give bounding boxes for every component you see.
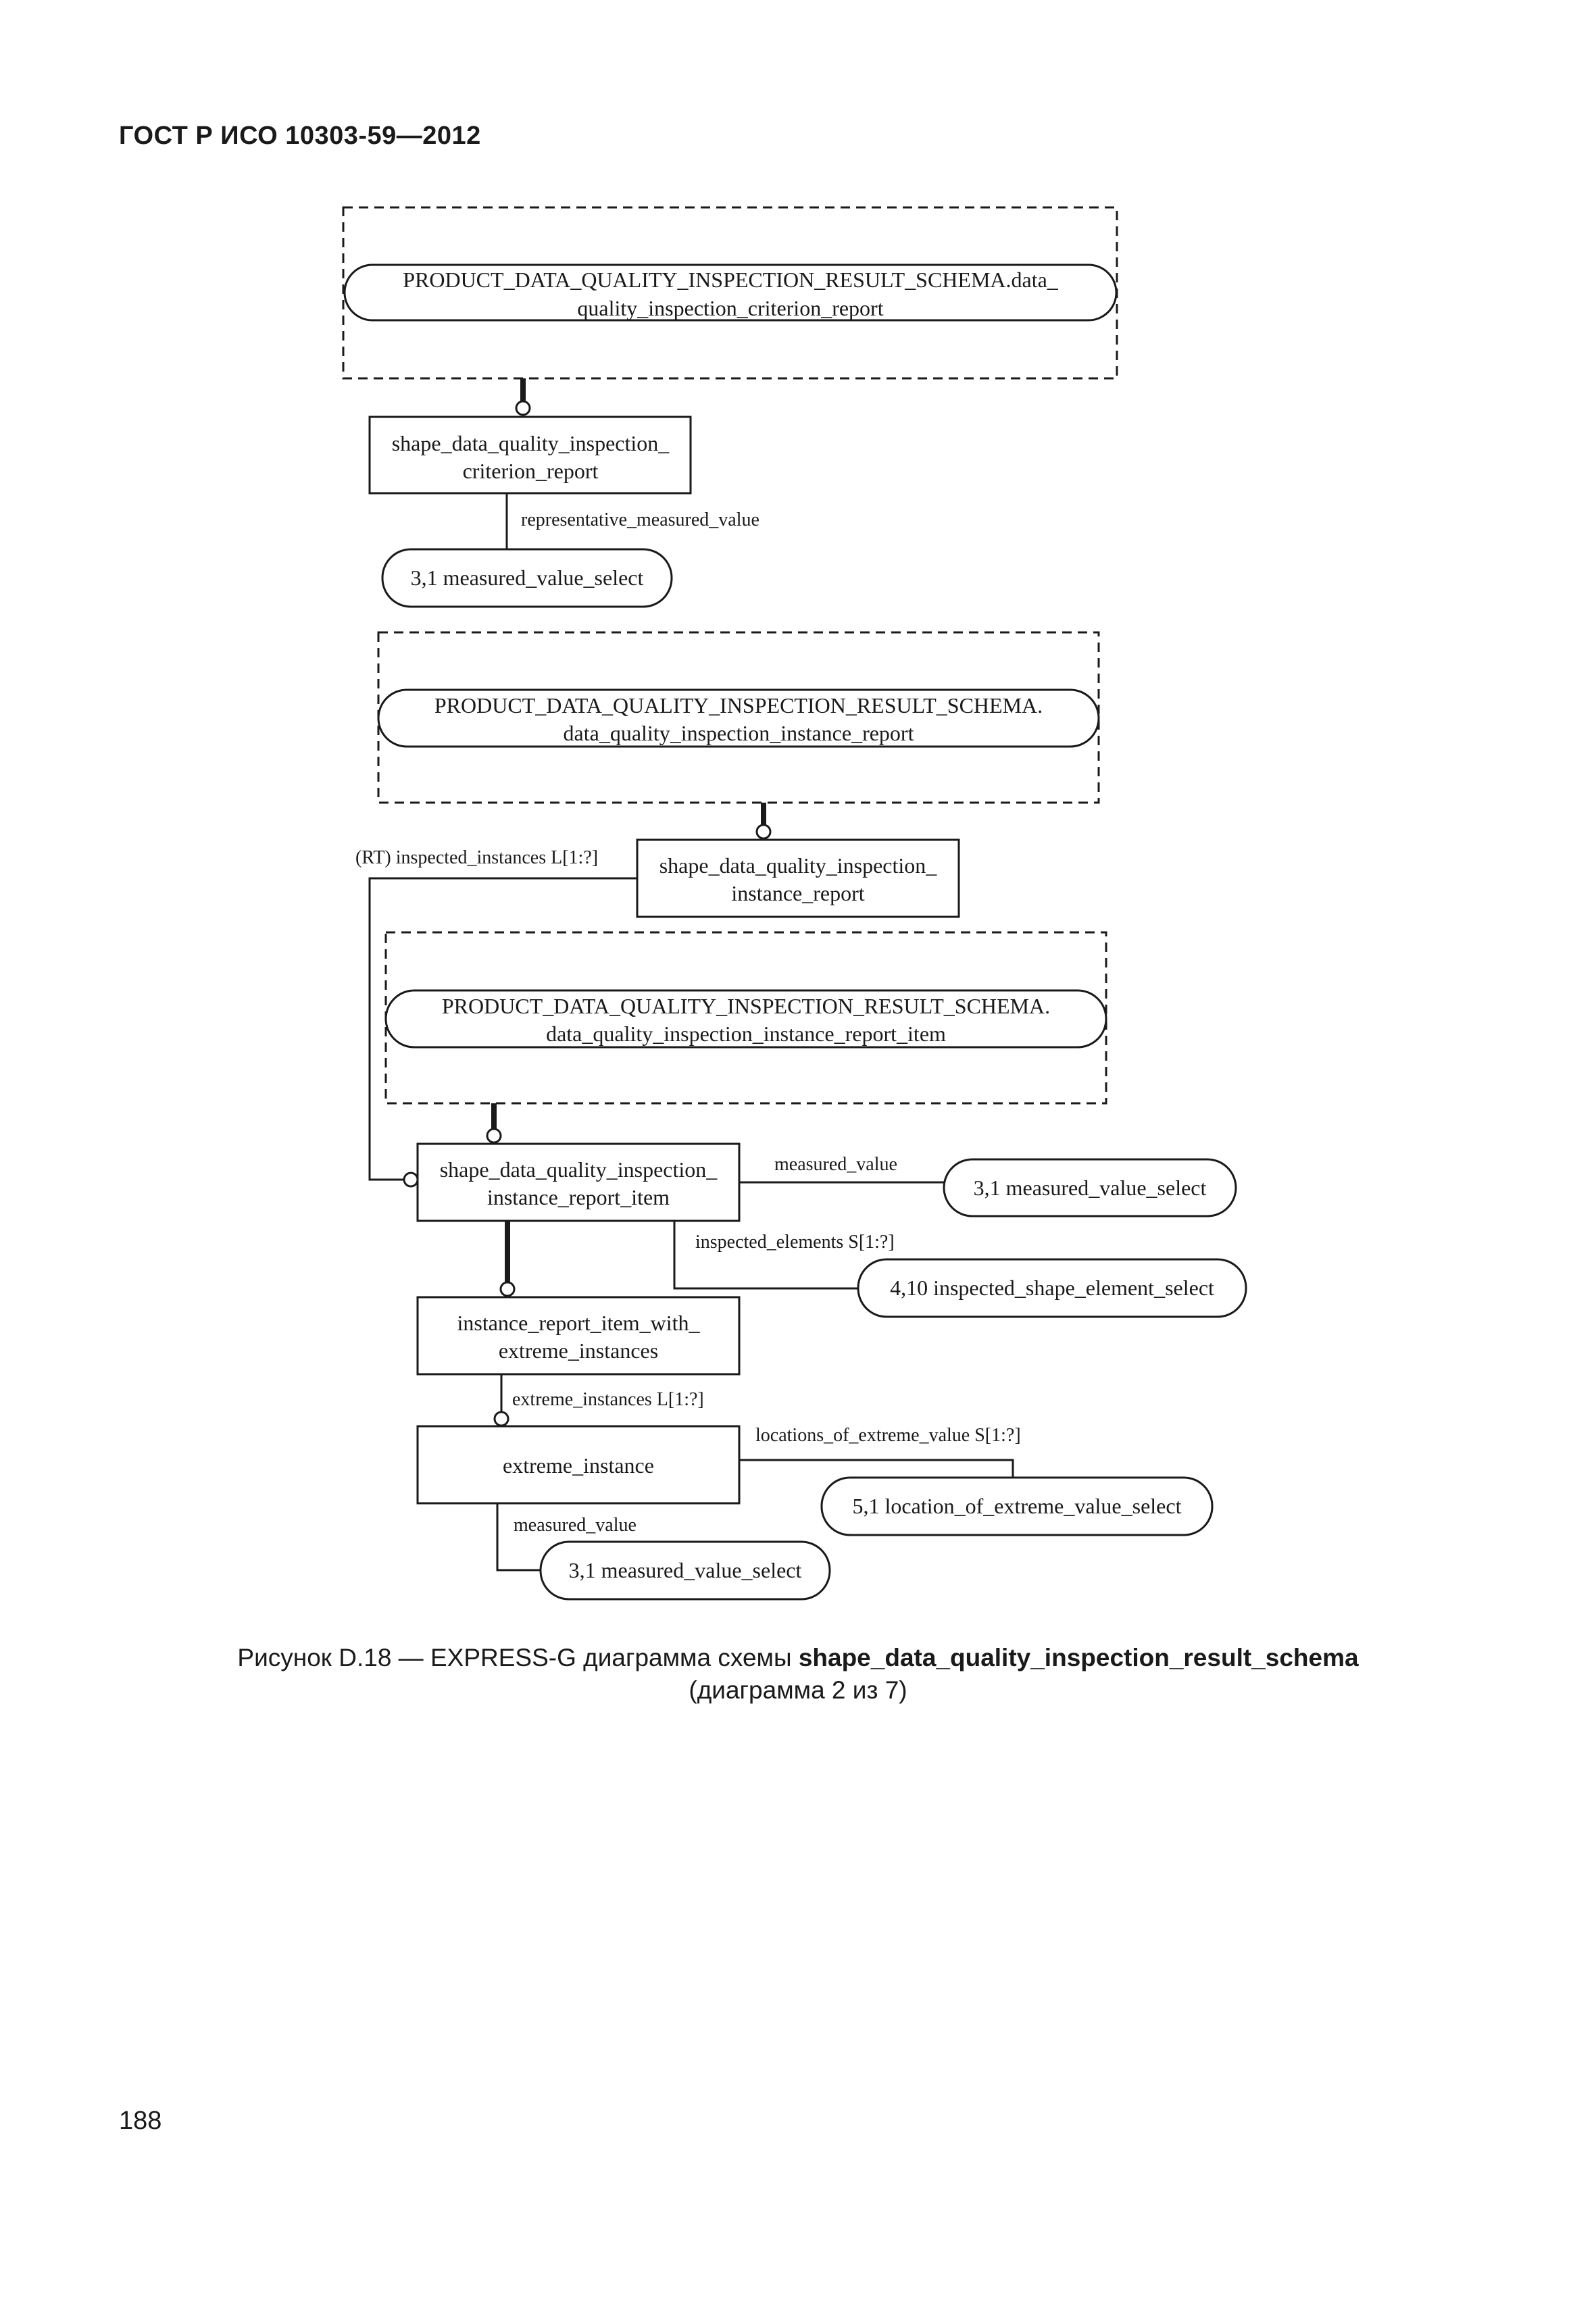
select-measured-value-2 (943, 1158, 1237, 1217)
sel-measured-3-label: 3,1 measured_value_select (569, 1558, 802, 1582)
ref2-line2: data_quality_inspection_instance_report (564, 721, 914, 745)
select-inspected-shape-element (857, 1258, 1247, 1318)
caption-line-2: (диаграмма 2 из 7) (689, 1676, 907, 1704)
entity-report-item-line2: instance_report_item (487, 1185, 670, 1209)
caption-prefix: Рисунок D.18 — EXPRESS-G диаграмма схемы (237, 1644, 799, 1671)
rel-line-inspected-instances (368, 877, 637, 1181)
schema-reference-oval-2 (377, 688, 1100, 748)
rel-measured-value-2-label: measured_value (514, 1515, 637, 1536)
rel-line-measured-value-2 (496, 1503, 541, 1571)
entity-extreme-instance-label: extreme_instance (503, 1453, 654, 1478)
entity-criterion-line1: shape_data_quality_inspection_ (392, 431, 670, 455)
rel-extreme-instances-label: extreme_instances L[1:?] (512, 1389, 704, 1410)
ref1-line2: quality_inspection_criterion_report (577, 296, 883, 320)
subtype-circle-3 (486, 1128, 502, 1144)
entity-with-extreme-instances (416, 1296, 741, 1376)
sel-inspected-shape-label: 4,10 inspected_shape_element_select (890, 1276, 1214, 1300)
select-measured-value-1 (381, 548, 673, 608)
sel-measured-2-label: 3,1 measured_value_select (974, 1176, 1207, 1200)
rel-line-inspected-elements (673, 1221, 858, 1290)
subtype-circle-4 (499, 1281, 516, 1297)
subtype-circle-2 (755, 824, 772, 840)
ref3-line1: PRODUCT_DATA_QUALITY_INSPECTION_RESULT_S… (442, 994, 1050, 1018)
ref3-line2: data_quality_inspection_instance_report_… (546, 1022, 946, 1046)
caption-schema-name: shape_data_quality_inspection_result_sch… (798, 1644, 1359, 1671)
entity-extreme-instance (416, 1425, 741, 1505)
select-measured-value-3 (539, 1540, 831, 1601)
rel-circle-extreme-instances (493, 1411, 509, 1427)
subtype-circle-1 (515, 400, 531, 416)
document-header: ГОСТ Р ИСО 10303-59—2012 (119, 122, 481, 150)
entity-instance-report-line2: instance_report (731, 881, 864, 905)
ref1-line1: PRODUCT_DATA_QUALITY_INSPECTION_RESULT_S… (403, 268, 1059, 292)
rel-inspected-instances-label: (RT) inspected_instances L[1:?] (355, 847, 598, 868)
entity-report-item-line1: shape_data_quality_inspection_ (440, 1157, 718, 1182)
entity-criterion-line2: criterion_report (463, 459, 599, 483)
schema-reference-box-1 (342, 206, 1118, 380)
rel-line-locations (739, 1459, 1014, 1478)
schema-reference-box-2 (377, 631, 1100, 804)
rel-inspected-elements-label: inspected_elements S[1:?] (695, 1232, 895, 1253)
rel-representative-label: representative_measured_value (521, 509, 759, 530)
rel-circle-inspected-instances (403, 1172, 419, 1188)
rel-measured-value-1-label: measured_value (774, 1154, 897, 1175)
figure-caption: Рисунок D.18 — EXPRESS-G диаграмма схемы… (135, 1642, 1461, 1707)
schema-reference-oval-3 (384, 989, 1107, 1049)
select-location-of-extreme-value (820, 1476, 1214, 1536)
entity-instance-report-line1: shape_data_quality_inspection_ (659, 853, 938, 878)
entity-criterion-report (368, 416, 692, 495)
entity-with-extreme-line2: extreme_instances (499, 1338, 658, 1363)
page-number: 188 (119, 2107, 162, 2135)
entity-with-extreme-line1: instance_report_item_with_ (457, 1311, 700, 1335)
sel-location-label: 5,1 location_of_extreme_value_select (853, 1494, 1182, 1518)
ref2-line1: PRODUCT_DATA_QUALITY_INSPECTION_RESULT_S… (434, 693, 1043, 718)
rel-locations-label: locations_of_extreme_value S[1:?] (755, 1425, 1021, 1446)
schema-reference-oval-1 (343, 263, 1118, 322)
sel-measured-1-label: 3,1 measured_value_select (411, 565, 644, 590)
caption-line-1: Рисунок D.18 — EXPRESS-G диаграмма схемы… (135, 1642, 1461, 1674)
